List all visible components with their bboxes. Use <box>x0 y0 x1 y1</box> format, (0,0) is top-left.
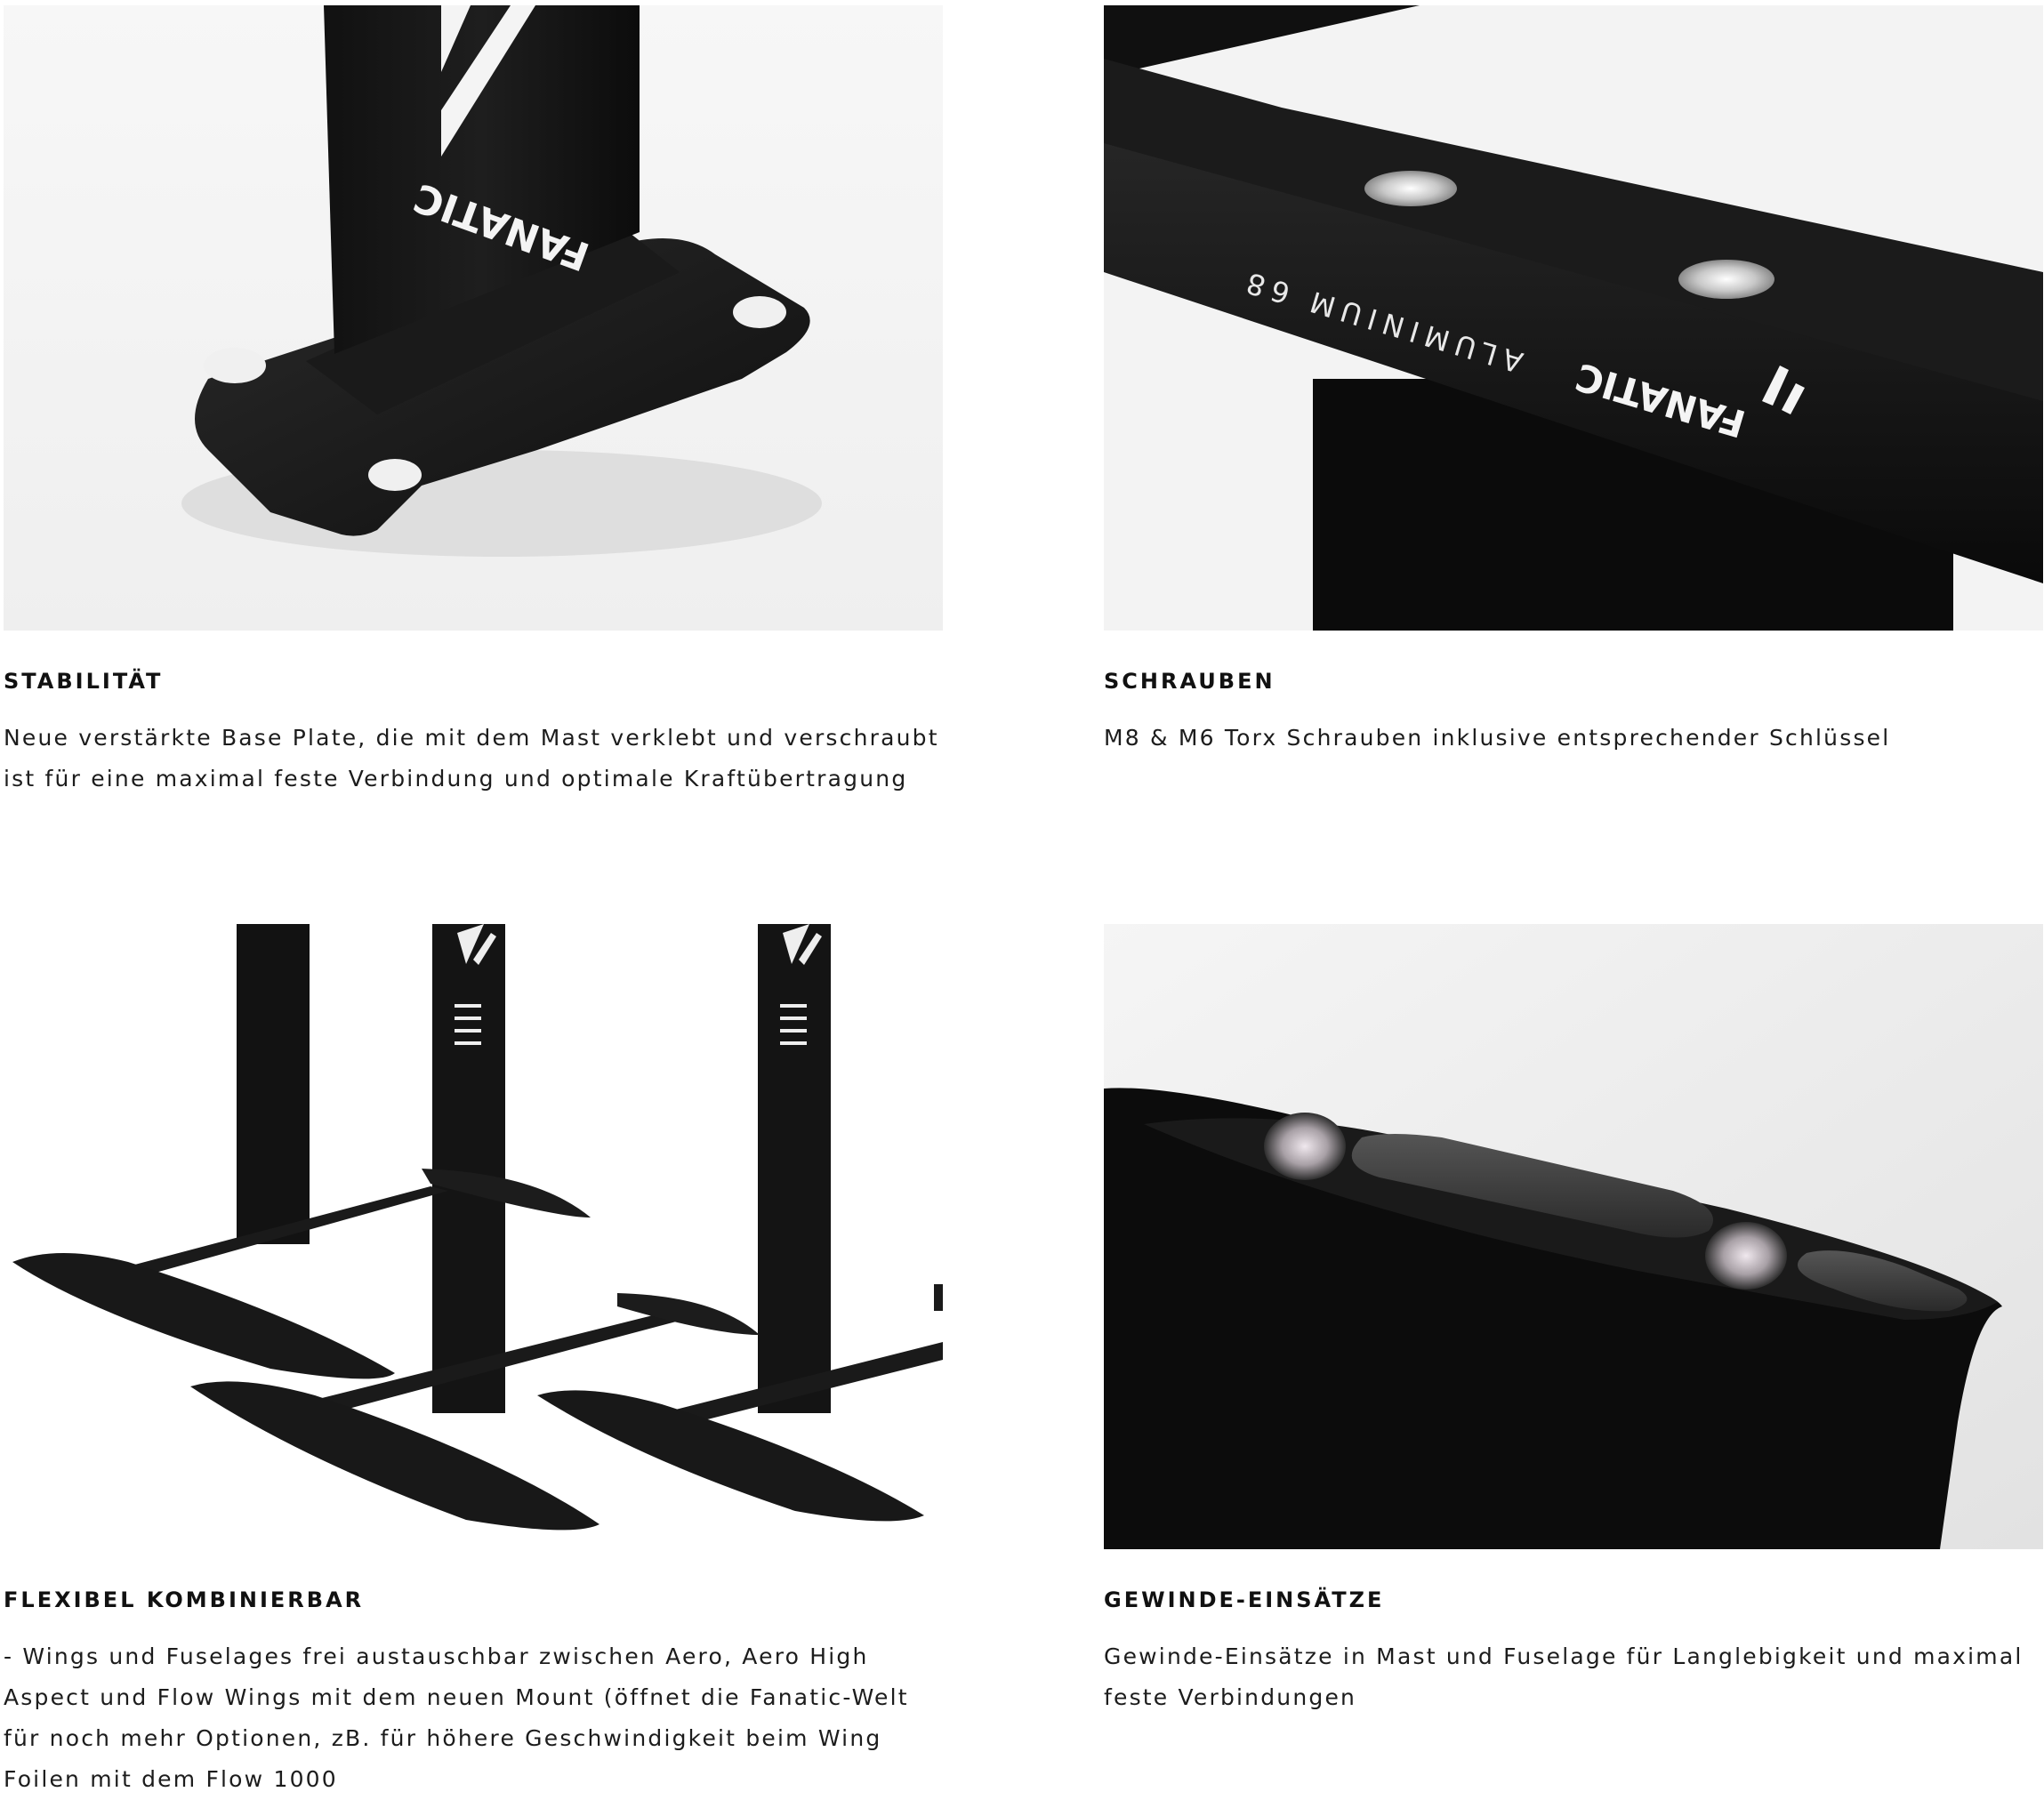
foil-set-photo <box>4 924 943 1549</box>
base-plate-photo: FANATIC <box>4 5 943 631</box>
feature-card-gewinde: GEWINDE-EINSÄTZE Gewinde-Einsätze in Mas… <box>1104 924 2043 1718</box>
screws-photo: ALUMINIUM 68 FANATIC <box>1104 5 2043 631</box>
feature-title: FLEXIBEL KOMBINIERBAR <box>4 1587 365 1612</box>
feature-title: SCHRAUBEN <box>1104 669 1275 694</box>
feature-card-schrauben: ALUMINIUM 68 FANATIC SCHRAUBEN M8 & M6 T… <box>1104 5 2043 759</box>
feature-title: STABILITÄT <box>4 669 164 694</box>
feature-description: Gewinde-Einsätze in Mast und Fuselage fü… <box>1104 1643 2024 1710</box>
thread-inserts-photo <box>1104 924 2043 1549</box>
feature-description: Neue verstärkte Base Plate, die mit dem … <box>4 725 939 792</box>
fanatic-logo-icon <box>455 924 496 1045</box>
feature-description: - Wings und Fuselages frei austauschbar … <box>4 1643 909 1792</box>
feature-card-flexibel: FLEXIBEL KOMBINIERBAR - Wings und Fusela… <box>4 924 943 1800</box>
feature-description: M8 & M6 Torx Schrauben inklusive entspre… <box>1104 725 1891 751</box>
feature-title: GEWINDE-EINSÄTZE <box>1104 1587 1385 1612</box>
feature-card-stabilitaet: FANATIC STABILITÄT Neue verstärkte Base … <box>4 5 943 800</box>
